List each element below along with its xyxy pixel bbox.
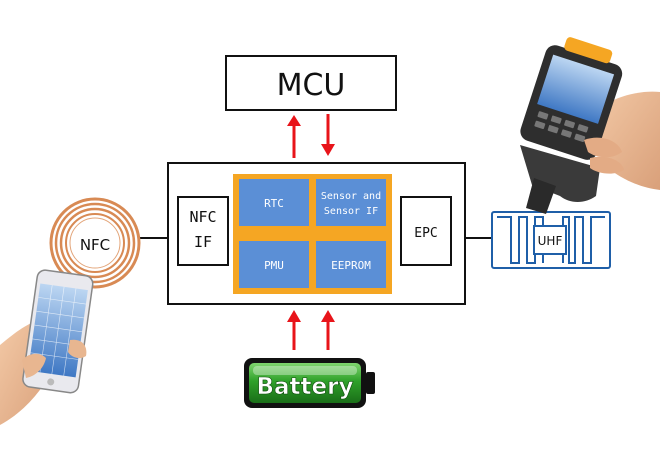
eeprom-label: EEPROM xyxy=(331,259,371,272)
nfc-coil-icon: NFC xyxy=(49,197,141,289)
battery-icon: Battery xyxy=(244,358,375,408)
nfc-if-label-line2: IF xyxy=(194,233,212,251)
nfc-if-box: NFC IF xyxy=(177,196,229,266)
nfc-if-label-line1: NFC xyxy=(189,208,216,226)
epc-label: EPC xyxy=(414,226,437,241)
arrow-up-to-mcu xyxy=(287,115,301,158)
sensor-label-line1: Sensor and xyxy=(321,191,381,202)
uhf-antenna-label: UHF xyxy=(538,234,563,248)
mcu-arrows xyxy=(287,114,335,158)
uhf-antenna-icon: UHF xyxy=(491,211,611,269)
epc-box: EPC xyxy=(400,196,452,266)
smartphone-icon xyxy=(0,269,94,425)
handheld-scanner-icon xyxy=(520,37,660,214)
arrow-down-from-mcu xyxy=(321,114,335,156)
nfc-coil-label: NFC xyxy=(80,236,110,254)
battery-arrows xyxy=(287,310,335,350)
pmu-block xyxy=(239,241,309,288)
eeprom-block xyxy=(316,241,386,288)
sensor-block xyxy=(316,179,386,226)
mcu-label: MCU xyxy=(277,68,346,103)
pmu-label: PMU xyxy=(264,259,284,272)
battery-label: Battery xyxy=(257,374,354,400)
rtc-label: RTC xyxy=(264,197,284,210)
mcu-box: MCU xyxy=(225,55,397,111)
rtc-block xyxy=(239,179,309,226)
core-blocks: RTC Sensor and Sensor IF PMU EEPROM xyxy=(233,174,392,294)
sensor-label-line2: Sensor IF xyxy=(324,206,378,217)
